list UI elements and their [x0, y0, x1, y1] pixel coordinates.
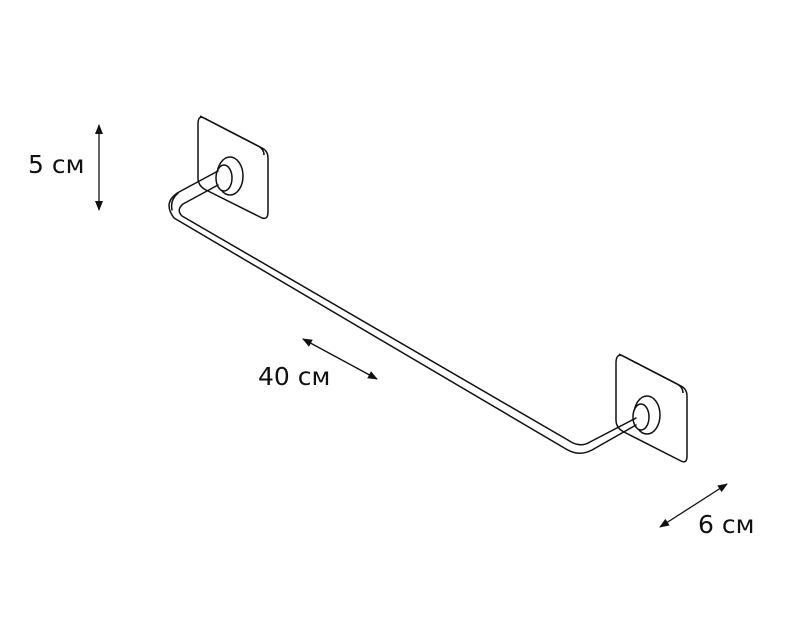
towel-bar-rod	[168, 170, 637, 454]
right-post	[632, 395, 661, 435]
height-dimension-label: 5 см	[28, 150, 85, 179]
length-dimension-arrow	[302, 338, 378, 380]
left-post	[215, 156, 244, 196]
depth-dimension-arrow	[659, 483, 728, 528]
length-dimension-label: 40 см	[258, 362, 331, 391]
depth-dimension-label: 6 см	[698, 510, 755, 539]
